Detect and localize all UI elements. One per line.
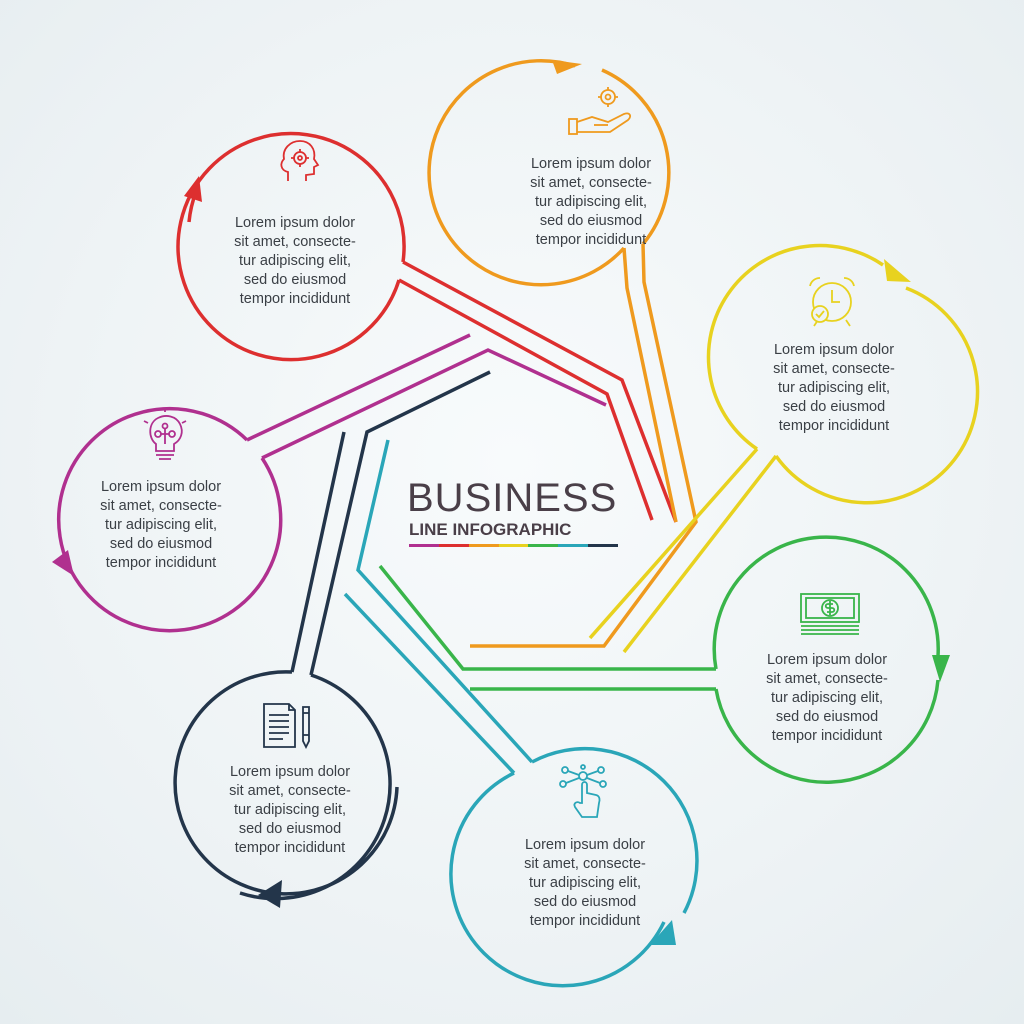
text-line: tempor incididunt — [239, 291, 351, 307]
document-pencil-icon — [263, 703, 310, 750]
teal-node-text: Lorem ipsum dolor sit amet, consecte- tu… — [495, 836, 675, 931]
text-line: tur adipiscing elit, — [233, 802, 347, 818]
text-line: tempor incididunt — [778, 418, 890, 434]
page-subtitle: LINE INFOGRAPHIC — [409, 520, 572, 539]
text-line: tur adipiscing elit, — [238, 253, 352, 269]
teal-node-ring — [343, 439, 699, 988]
text-line: sit amet, consecte- — [524, 856, 646, 872]
text-line: tempor incididunt — [529, 913, 641, 929]
text-line: sit amet, consecte- — [234, 234, 356, 250]
orange-arrowhead — [552, 60, 582, 74]
alarm-clock-icon — [809, 277, 855, 327]
green-node-ring — [378, 535, 940, 785]
text-line: tur adipiscing elit, — [104, 517, 218, 533]
yellow-node-ring — [588, 243, 980, 654]
red-node-ring — [176, 131, 678, 523]
text-line: sed do eiusmod — [238, 821, 342, 837]
text-line: sit amet, consecte- — [766, 671, 888, 687]
yellow-node-text: Lorem ipsum dolor sit amet, consecte- tu… — [744, 341, 924, 436]
navy-arrowhead — [258, 880, 282, 908]
color-stripe-divider — [409, 544, 619, 547]
text-line: Lorem ipsum dolor — [766, 652, 888, 668]
purple-node-text: Lorem ipsum dolor sit amet, consecte- tu… — [71, 478, 251, 573]
lightbulb-icon — [143, 408, 187, 460]
green-node-text: Lorem ipsum dolor sit amet, consecte- tu… — [737, 651, 917, 746]
text-line: sed do eiusmod — [243, 272, 347, 288]
navy-node-text: Lorem ipsum dolor sit amet, consecte- tu… — [200, 763, 380, 858]
money-stack-icon — [800, 593, 860, 635]
text-line: tempor incididunt — [234, 840, 346, 856]
red-node-text: Lorem ipsum dolor sit amet, consecte- tu… — [205, 214, 385, 309]
text-line: tempor incididunt — [105, 555, 217, 571]
text-line: tur adipiscing elit, — [770, 690, 884, 706]
text-line: Lorem ipsum dolor — [773, 342, 895, 358]
text-line: sed do eiusmod — [775, 709, 879, 725]
touch-network-icon — [559, 764, 607, 818]
page-title: BUSINESS — [407, 476, 618, 520]
text-line: tempor incididunt — [771, 728, 883, 744]
text-line: Lorem ipsum dolor — [530, 156, 652, 172]
text-line: tur adipiscing elit, — [528, 875, 642, 891]
yellow-arrowhead — [884, 259, 911, 282]
navy-node-ring — [173, 370, 491, 901]
hand-gear-icon — [568, 87, 631, 135]
orange-node-ring — [427, 58, 698, 648]
text-line: Lorem ipsum dolor — [234, 215, 356, 231]
text-line: sed do eiusmod — [539, 213, 643, 229]
purple-node-ring — [56, 333, 607, 633]
text-line: Lorem ipsum dolor — [524, 837, 646, 853]
text-line: tempor incididunt — [535, 232, 647, 248]
text-line: sit amet, consecte- — [773, 361, 895, 377]
orange-node-text: Lorem ipsum dolor sit amet, consecte- tu… — [501, 155, 681, 250]
green-arrowhead — [932, 655, 950, 682]
text-line: sed do eiusmod — [782, 399, 886, 415]
text-line: Lorem ipsum dolor — [100, 479, 222, 495]
red-arrowhead — [184, 176, 202, 202]
text-line: tur adipiscing elit, — [777, 380, 891, 396]
purple-arrowhead — [52, 550, 74, 576]
teal-arrowhead — [650, 920, 676, 945]
text-line: sed do eiusmod — [109, 536, 213, 552]
text-line: Lorem ipsum dolor — [229, 764, 351, 780]
text-line: tur adipiscing elit, — [534, 194, 648, 210]
head-gear-icon — [280, 140, 320, 181]
text-line: sit amet, consecte- — [229, 783, 351, 799]
center-title-block: BUSINESS LINE INFOGRAPHIC — [400, 476, 630, 547]
text-line: sit amet, consecte- — [100, 498, 222, 514]
text-line: sed do eiusmod — [533, 894, 637, 910]
text-line: sit amet, consecte- — [530, 175, 652, 191]
